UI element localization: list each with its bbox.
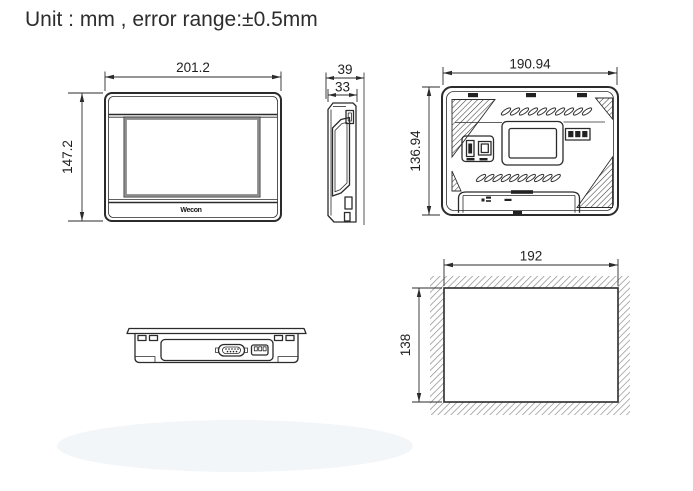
side-body-depth-value: 33 xyxy=(335,80,350,95)
bottom-mount-slots xyxy=(137,334,295,342)
front-width-value: 201.2 xyxy=(176,60,210,75)
rear-corner-hatch-areas xyxy=(451,97,613,208)
side-profile-outline xyxy=(327,102,357,223)
bottom-connector-tray xyxy=(160,338,274,362)
usb-a-port xyxy=(465,139,475,158)
usb-a-label xyxy=(466,158,475,161)
front-bezel-inner-line xyxy=(108,96,278,218)
cutout-height-value: 138 xyxy=(398,334,413,357)
rear-shell-inner-line xyxy=(446,91,614,211)
bottom-body-outline xyxy=(134,333,299,364)
cutout-height-dimension: 138 xyxy=(398,287,442,403)
db9-serial-port xyxy=(215,343,248,357)
rear-top-mount-tabs xyxy=(468,93,587,98)
usb-port-block xyxy=(461,135,495,163)
screen-outer-edge xyxy=(123,116,261,198)
side-body-depth-dimension: 33 xyxy=(327,80,358,102)
bottom-bezel-strip xyxy=(126,327,307,335)
side-bottom-mount-slot xyxy=(344,196,353,210)
usb-b-port xyxy=(477,140,492,156)
rear-height-value: 136.94 xyxy=(408,130,423,172)
power-terminal-port xyxy=(250,344,269,356)
touch-screen xyxy=(124,117,260,197)
side-recess-outer xyxy=(331,116,351,197)
bottom-feet xyxy=(135,356,298,363)
bottom-view xyxy=(126,327,307,364)
side-bottom-slot-2 xyxy=(343,211,351,222)
rear-shell-outline xyxy=(441,86,619,216)
usb-b-label xyxy=(479,158,488,161)
cutout-view xyxy=(430,276,630,415)
rear-height-dimension: 136.94 xyxy=(408,86,440,216)
page-title: Unit : mm , error range:±0.5mm xyxy=(25,8,318,31)
cutout-width-value: 192 xyxy=(520,249,543,264)
front-panel-outline xyxy=(104,92,282,222)
watermark-smudge xyxy=(57,420,413,472)
cutout-opening xyxy=(443,287,619,403)
side-overall-depth-value: 39 xyxy=(337,62,352,77)
side-view xyxy=(327,72,365,225)
side-recess-inner xyxy=(334,122,348,193)
front-height-value: 147.2 xyxy=(60,140,75,174)
rear-center-module xyxy=(501,120,564,166)
rear-bottom-connector-recess xyxy=(457,190,581,215)
side-overall-depth-dimension: 39 xyxy=(325,62,364,99)
rear-bottom-vent-slots xyxy=(475,173,561,183)
rear-width-dimension: 190.94 xyxy=(442,57,618,85)
rear-view xyxy=(441,86,619,216)
wecon-logo: Wecon xyxy=(180,207,201,214)
rear-top-vent-slots xyxy=(500,107,593,116)
front-width-dimension: 201.2 xyxy=(104,60,282,91)
rear-width-value: 190.94 xyxy=(509,57,551,72)
rear-cert-label xyxy=(564,127,591,141)
ground-symbol xyxy=(481,198,485,202)
cutout-width-dimension: 192 xyxy=(443,249,619,286)
front-view: Wecon xyxy=(104,92,282,222)
front-height-dimension: 147.2 xyxy=(60,92,103,222)
